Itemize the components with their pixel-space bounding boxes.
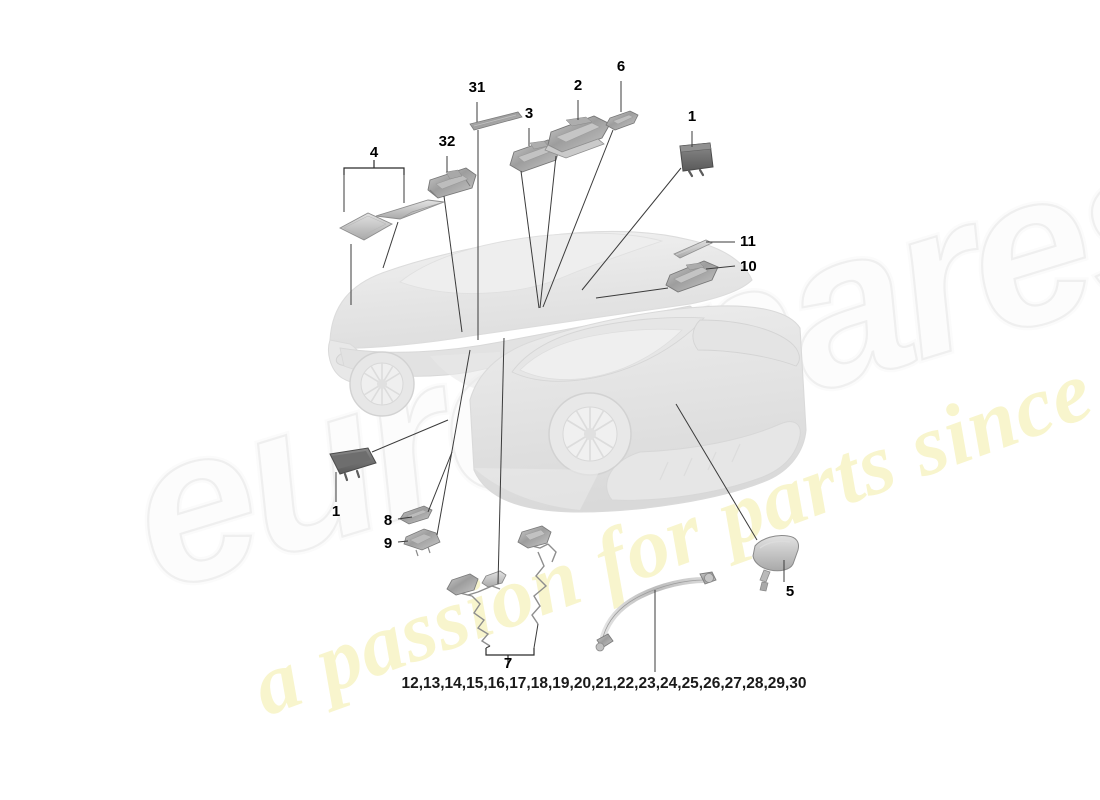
rear-car-wheel (548, 392, 632, 476)
front-car-wheel-front (349, 351, 415, 417)
part-antenna-rod-31 (469, 111, 523, 131)
callout-label-5: 5 (786, 583, 794, 600)
callout-label-11: 11 (740, 233, 756, 250)
part-antenna-foil-flat (375, 199, 445, 220)
part-sensor-bracket-9 (403, 528, 441, 557)
callout-label-31: 31 (469, 79, 486, 96)
part-antenna-amplifier-2 (544, 115, 611, 159)
part-bracket-module-32 (427, 167, 477, 199)
callout-label-6: 6 (617, 58, 625, 75)
callout-label-8: 8 (384, 512, 392, 529)
vehicle-silhouette (328, 230, 807, 513)
part-wiring-harness-left-connectors (446, 570, 507, 596)
callout-label-9: 9 (384, 535, 392, 552)
callout-label-1-upper: 1 (688, 108, 696, 125)
callout-label-3: 3 (525, 105, 533, 122)
part-coaxial-cable (595, 571, 717, 652)
part-roof-antenna-5 (752, 535, 799, 592)
callout-label-7: 7 (504, 655, 512, 672)
part-strip-antenna-11 (673, 239, 713, 259)
part-control-unit-1-upper (679, 142, 714, 178)
callout-label-32: 32 (439, 133, 456, 150)
part-antenna-plate-diamond (339, 212, 393, 241)
part-wiring-harness-right-connectors (517, 525, 552, 549)
callout-label-1-lower: 1 (332, 503, 340, 520)
part-receiver-module-10 (665, 260, 719, 293)
callout-label-2: 2 (574, 77, 582, 94)
callout-label-4: 4 (370, 144, 379, 161)
callout-labels: 4 32 31 3 2 6 1 11 10 1 8 9 7 5 (332, 58, 794, 672)
callout-label-10: 10 (740, 258, 757, 275)
part-small-connector-6 (605, 110, 639, 131)
parts-number-list: 12,13,14,15,16,17,18,19,20,21,22,23,24,2… (401, 675, 806, 692)
leader-lines (335, 81, 785, 672)
part-control-unit-1-lower (329, 447, 377, 482)
